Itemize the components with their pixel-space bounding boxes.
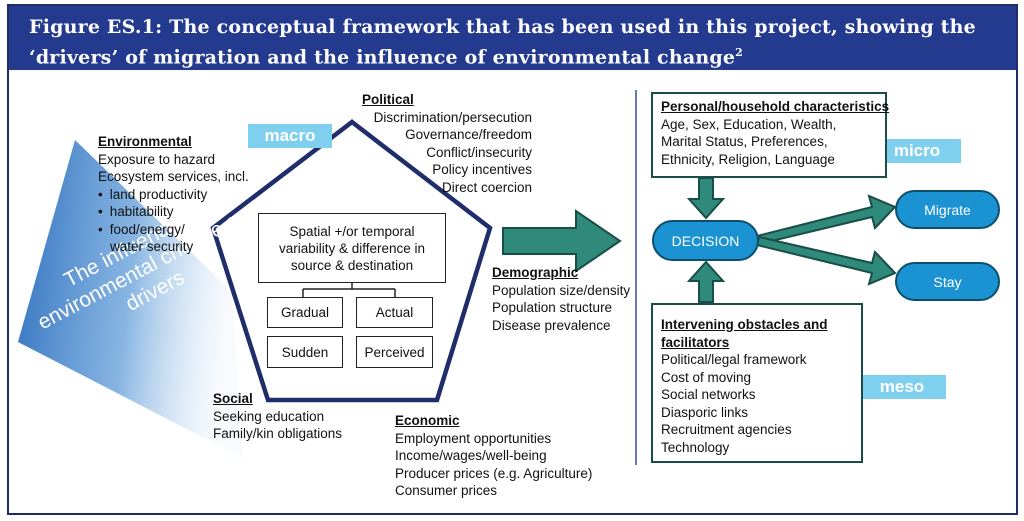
stay-node: Stay [895,262,1000,301]
sudden-label: Sudden [281,344,329,360]
social-heading: Social [213,391,253,406]
environmental-bullet: land productivity [98,186,249,204]
obstacles-heading-2: facilitators [661,334,730,350]
macro-scale-label: macro [248,124,332,148]
economic-line: Employment opportunities [395,430,552,446]
economic-line: Producer prices (e.g. Agriculture) [395,465,593,481]
demographic-line: Disease prevalence [492,317,611,333]
migrate-node: Migrate [895,190,1000,229]
obstacles-line: Technology [661,439,730,455]
political-heading: Political [362,92,414,107]
decision-label: DECISION [671,232,740,249]
environmental-heading: Environmental [98,134,192,149]
title-bar: Figure ES.1: The conceptual framework th… [9,6,1016,70]
perceived-box: Perceived [356,336,433,368]
demographic-heading: Demographic [492,265,579,280]
demographic-line: Population size/density [492,282,631,298]
political-line: Direct coercion [441,179,532,195]
obstacles-heading-1: Intervening obstacles and [661,317,828,332]
social-driver-block: Social Seeking education Family/kin obli… [213,390,342,443]
stay-label: Stay [933,273,962,290]
meso-scale-label: meso [858,375,946,399]
actual-label: Actual [375,305,414,320]
environmental-influence-wedge [18,140,243,458]
gradual-box: Gradual [267,297,343,328]
economic-heading: Economic [395,413,460,428]
demographic-line: Population structure [492,300,613,315]
environmental-bullet: habitability [98,203,249,221]
micro-scale-label: micro [873,139,961,163]
environmental-driver-block: Environmental Exposure to hazard Ecosyst… [98,133,249,256]
figure-title: Figure ES.1: The conceptual framework th… [29,14,1014,70]
obstacles-line: Social networks [661,387,756,402]
title-footnote: 2 [735,46,743,59]
decision-to-migrate-arrow [755,194,897,246]
sudden-box: Sudden [267,336,343,368]
personal-characteristics-box: Personal/household characteristics Age, … [651,92,889,178]
perceived-label: Perceived [364,344,425,360]
economic-driver-block: Economic Employment opportunities Income… [395,412,592,500]
personal-to-decision-arrow [686,177,726,220]
variability-box: Spatial +/or temporal variability & diff… [258,213,446,283]
personal-line: Ethnicity, Religion, Language [661,151,835,167]
social-line: Family/kin obligations [213,426,343,441]
environmental-line: Ecosystem services, incl. [98,169,249,184]
obstacles-line: Diasporic links [661,404,749,420]
intervening-obstacles-box: Intervening obstacles and facilitators P… [651,303,863,463]
political-line: Discrimination/persecution [373,109,532,125]
political-line: Policy incentives [432,162,532,177]
personal-line: Marital Status, Preferences, [661,134,828,149]
obstacles-line: Recruitment agencies [661,422,792,437]
economic-line: Consumer prices [395,483,498,498]
actual-box: Actual [356,297,433,328]
personal-line: Age, Sex, Education, Wealth, [661,116,837,132]
drivers-to-decision-arrow [502,209,622,273]
demographic-driver-block: Demographic Population size/density Popu… [492,264,630,334]
obstacles-line: Cost of moving [661,369,752,385]
political-line: Governance/freedom [405,127,532,142]
environmental-bullet-continuation: water security [110,239,194,254]
personal-heading: Personal/household characteristics [661,99,890,114]
gradual-label: Gradual [280,305,330,320]
economic-line: Income/wages/well-being [395,448,547,463]
obstacles-line: Political/legal framework [661,352,807,367]
variability-text: Spatial +/or temporal variability & diff… [278,223,426,273]
intervening-obstacles-block: Intervening obstacles and facilitators P… [661,316,828,456]
obstacles-to-decision-arrow [686,260,726,303]
social-line: Seeking education [213,408,325,424]
decision-node: DECISION [652,220,759,261]
political-line: Conflict/insecurity [426,144,532,160]
political-driver-block: Political Discrimination/persecution Gov… [362,91,532,196]
migrate-label: Migrate [924,201,971,218]
decision-to-stay-arrow [755,235,897,286]
environmental-bullet: food/energy/ [98,221,249,239]
title-line-1: Figure ES.1: The conceptual framework th… [29,16,976,38]
environmental-line: Exposure to hazard [98,151,216,167]
personal-characteristics-block: Personal/household characteristics Age, … [661,98,889,168]
title-line-2: ‘drivers’ of migration and the influence… [29,46,736,69]
